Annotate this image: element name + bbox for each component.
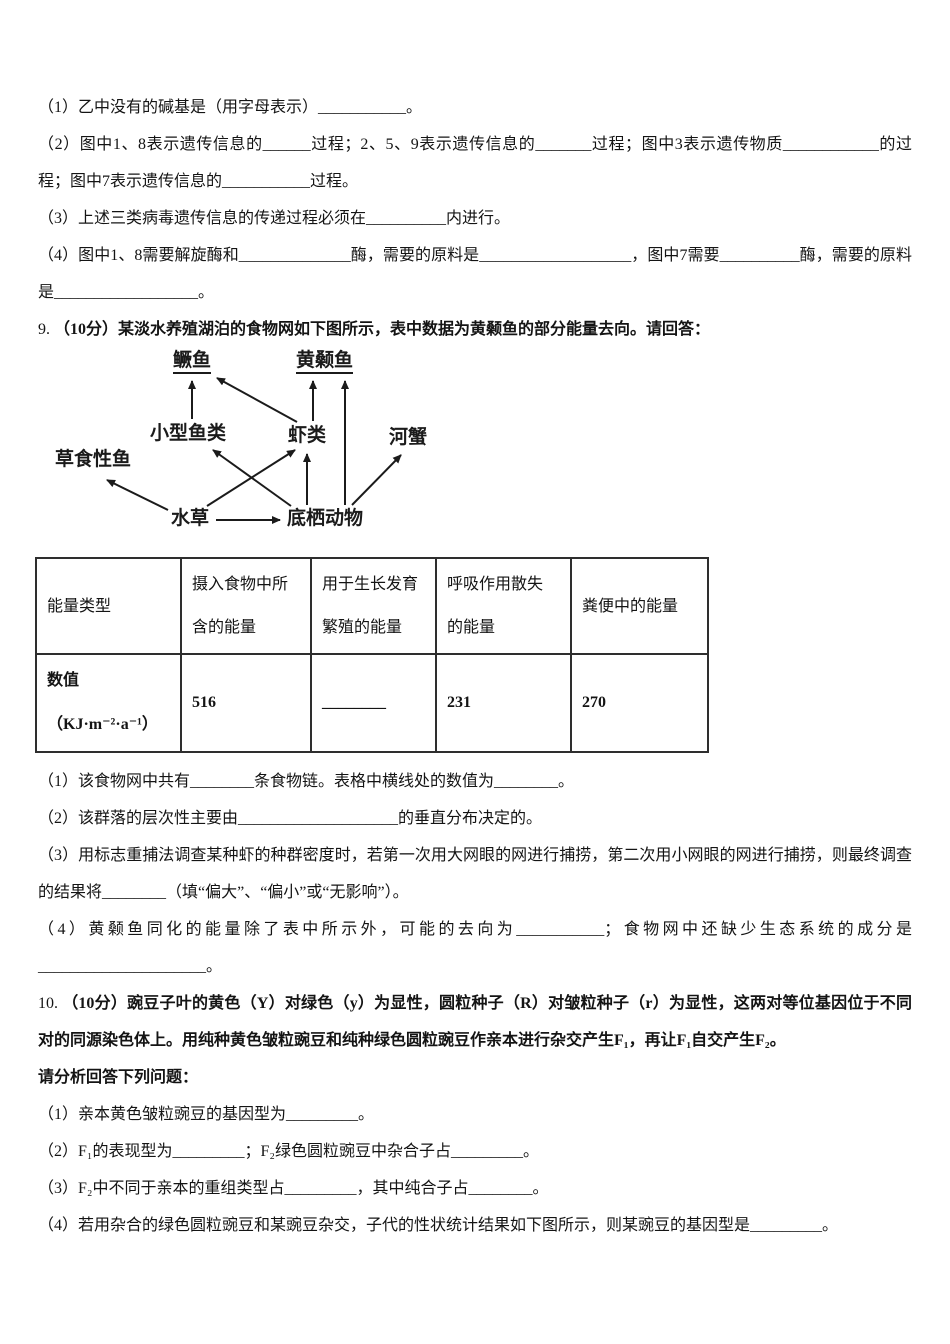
q10-item-2: （2）F₁的表现型为_________；F₂绿色圆粒豌豆中杂合子占_______… [38, 1143, 539, 1160]
food-web-arrows [106, 377, 402, 524]
q9-stem: 9. （10分）某淡水养殖湖泊的食物网如下图所示，表中数据为黄颡鱼的部分能量去向… [38, 311, 912, 348]
q8-item-1: （1）乙中没有的碱基是（用字母表示）___________。 [38, 99, 423, 116]
energy-table-respiration-value: 231 [435, 653, 572, 753]
q8-item-4: （4）图中1、8需要解旋酶和______________酶，需要的原料是____… [38, 247, 912, 301]
node-benthic-animals: 底栖动物 [287, 508, 364, 529]
q8-item-3: （3）上述三类病毒遗传信息的传递过程必须在__________内进行。 [38, 210, 511, 227]
arrow-waterweed-to-herbivorous-fish [106, 479, 169, 511]
node-shrimp: 虾类 [288, 425, 327, 446]
energy-table-header-type: 能量类型 [35, 557, 182, 655]
energy-table-header-respiration: 呼吸作用散失的能量 [435, 557, 572, 655]
q9-stem-text: （10分）某淡水养殖湖泊的食物网如下图所示，表中数据为黄颡鱼的部分能量去向。请回… [54, 321, 711, 338]
energy-table-growth-blank: ________ [310, 653, 437, 753]
q10-stem-text: （10分）豌豆子叶的黄色（Y）对绿色（y）为显性，圆粒种子（R）对皱粒种子（r）… [38, 995, 912, 1049]
arrow-benthic-animals-to-river-crab [351, 454, 402, 506]
q10-item-4: （4）若用杂合的绿色圆粒豌豆和某豌豆杂交，子代的性状统计结果如下图所示，则某豌豆… [38, 1217, 839, 1234]
q9-item-4: （4）黄颡鱼同化的能量除了表中所示外，可能的去向为___________；食物网… [38, 921, 912, 975]
q10-prompt: 请分析回答下列问题： [38, 1069, 199, 1086]
node-waterweed: 水草 [171, 508, 210, 529]
node-mandarin-fish: 鳜鱼 [173, 350, 212, 374]
q10-stem: 10. （10分）豌豆子叶的黄色（Y）对绿色（y）为显性，圆粒种子（R）对皱粒种… [38, 985, 912, 1059]
energy-table-intake-value: 516 [180, 653, 312, 753]
q9-item-2: （2）该群落的层次性主要由____________________的垂直分布决定… [38, 810, 543, 827]
energy-table-value-row: 数值（KJ·m⁻²·a⁻¹） 516 ________ 231 270 [35, 653, 709, 753]
energy-table-header-feces: 粪便中的能量 [570, 557, 709, 655]
q8-item-2: （2）图中1、8表示遗传信息的______过程；2、5、9表示遗传信息的____… [38, 136, 912, 190]
node-yellow-catfish: 黄颡鱼 [296, 350, 354, 374]
energy-table-header-growth: 用于生长发育繁殖的能量 [310, 557, 437, 655]
energy-table-header-row: 能量类型 摄入食物中所含的能量 用于生长发育繁殖的能量 呼吸作用散失的能量 粪便… [35, 557, 709, 655]
q10-item-1: （1）亲本黄色皱粒豌豆的基因型为_________。 [38, 1106, 375, 1123]
node-herbivorous-fish: 草食性鱼 [55, 449, 132, 470]
food-web-diagram: 鳜鱼 黄颡鱼 小型鱼类 虾类 河蟹 草食性鱼 水草 底栖动物 [38, 348, 912, 551]
energy-table: 能量类型 摄入食物中所含的能量 用于生长发育繁殖的能量 呼吸作用散失的能量 粪便… [35, 557, 709, 753]
node-river-crab: 河蟹 [389, 427, 428, 448]
arrow-benthic-animals-to-small-fish [212, 449, 292, 507]
energy-table-feces-value: 270 [570, 653, 709, 753]
q10-item-3: （3）F₂中不同于亲本的重组类型占_________，其中纯合子占_______… [38, 1180, 549, 1197]
arrow-shrimp-to-mandarin-fish [216, 377, 298, 423]
q9-item-3: （3）用标志重捕法调查某种虾的种群密度时，若第一次用大网眼的网进行捕捞，第二次用… [38, 847, 912, 901]
energy-table-unit-cell: 数值（KJ·m⁻²·a⁻¹） [35, 653, 182, 753]
q9-item-1: （1）该食物网中共有________条食物链。表格中横线处的数值为_______… [38, 773, 575, 790]
q10-number: 10. [38, 995, 63, 1012]
energy-table-header-intake: 摄入食物中所含的能量 [180, 557, 312, 655]
q9-number: 9. [38, 321, 54, 338]
node-small-fish: 小型鱼类 [150, 423, 227, 444]
